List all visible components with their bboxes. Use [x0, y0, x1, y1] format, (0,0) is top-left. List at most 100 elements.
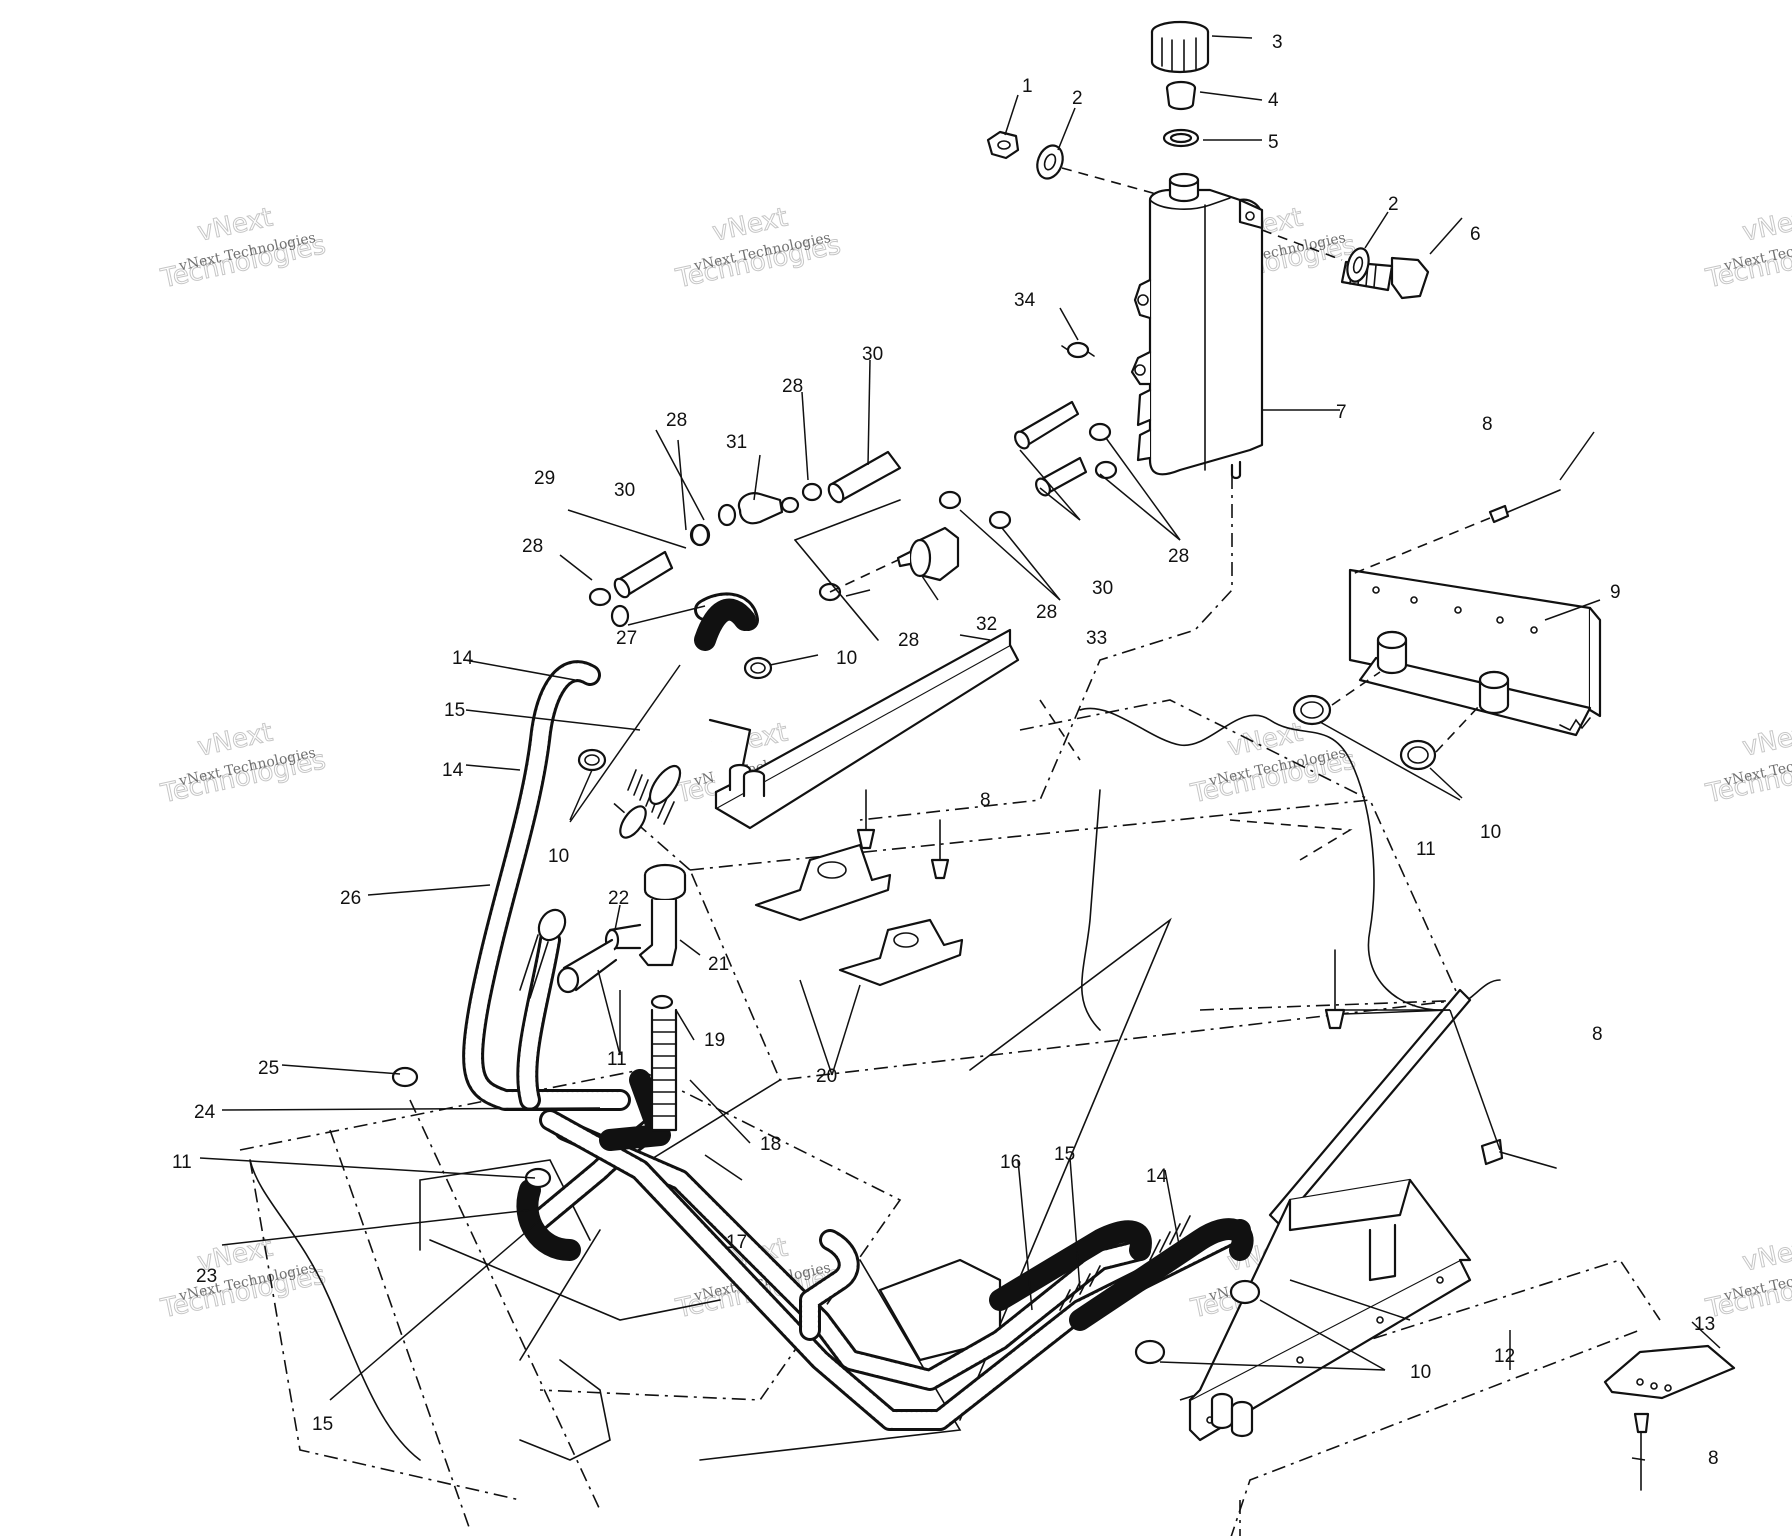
callout-27: 27 [616, 628, 637, 649]
callout-8: 8 [1708, 1448, 1719, 1469]
callout-23: 23 [196, 1266, 217, 1287]
callout-30: 30 [614, 480, 635, 501]
nut [986, 130, 1020, 160]
callout-8: 8 [1592, 1024, 1603, 1045]
callout-21: 21 [708, 954, 729, 975]
tank-hoses [938, 400, 1118, 530]
rivet [1324, 949, 1346, 1030]
cap-seal [1165, 80, 1197, 111]
coolant-hoses [462, 592, 1254, 1431]
clamp [1229, 1279, 1261, 1305]
inline-filter [896, 526, 960, 582]
leader-lines [199, 35, 1721, 1461]
hose-bracket [838, 918, 964, 987]
watermark: vNext Technologies vNext Technologies [157, 202, 329, 295]
callout-34: 34 [1014, 290, 1036, 311]
callout-14: 14 [1146, 1166, 1168, 1187]
hose-bracket [754, 843, 892, 922]
callout-32: 32 [976, 614, 997, 635]
rivet [1633, 1412, 1650, 1491]
callout-18: 18 [760, 1134, 781, 1155]
callout-5: 5 [1268, 132, 1279, 153]
callout-15: 15 [1054, 1144, 1075, 1165]
rivet [930, 819, 950, 880]
callout-29: 29 [534, 468, 555, 489]
watermark: vNext Technologies vNext Technologies [157, 1232, 329, 1325]
callout-8: 8 [1482, 414, 1493, 435]
watermark: vNext Technologies vNext Technologies [1187, 717, 1359, 810]
callout-6: 6 [1470, 224, 1481, 245]
coolant-tank [1130, 172, 1264, 480]
callout-19: 19 [704, 1030, 725, 1051]
hose-spring [519, 908, 567, 999]
hose-clip [1061, 341, 1095, 359]
callout-2: 2 [1072, 88, 1083, 109]
callout-10: 10 [1480, 822, 1501, 843]
callout-17: 17 [726, 1232, 747, 1253]
filler-neck [556, 863, 687, 1132]
callout-28: 28 [898, 630, 919, 651]
clamp [610, 604, 630, 628]
watermark: vNext Technologies vNext Technologies [1702, 202, 1792, 295]
clamp [1399, 739, 1437, 771]
callout-4: 4 [1268, 90, 1279, 111]
callout-25: 25 [258, 1058, 279, 1079]
callout-7: 7 [1336, 402, 1347, 423]
callout-14: 14 [442, 760, 464, 781]
callout-28: 28 [1036, 602, 1057, 623]
callout-20: 20 [816, 1066, 837, 1087]
clamp [391, 1066, 419, 1088]
svg-text:vNext: vNext [1740, 203, 1792, 248]
callout-28: 28 [782, 376, 803, 397]
callout-13: 13 [1694, 1314, 1715, 1335]
callout-11: 11 [172, 1152, 192, 1173]
callout-8: 8 [980, 790, 991, 811]
rivet [1480, 1138, 1557, 1169]
gasket [1162, 128, 1200, 148]
chassis-frame [239, 699, 1661, 1536]
callout-28: 28 [1168, 546, 1189, 567]
callout-26: 26 [340, 888, 361, 909]
callout-30: 30 [862, 344, 883, 365]
rivet [1488, 489, 1561, 524]
overflow-bracket [708, 628, 1020, 830]
callout-10: 10 [836, 648, 857, 669]
mounting-plate [1348, 568, 1602, 737]
svg-text:vNext: vNext [1740, 718, 1792, 763]
small-plate [1603, 1344, 1736, 1400]
callout-28: 28 [522, 536, 543, 557]
clamp [690, 523, 710, 547]
callout-12: 12 [1494, 1346, 1515, 1367]
callout-28: 28 [666, 410, 687, 431]
callout-24: 24 [194, 1102, 216, 1123]
callout-22: 22 [608, 888, 629, 909]
hose-spring [1059, 1215, 1191, 1311]
washer [1036, 144, 1064, 180]
callout-31: 31 [726, 432, 747, 453]
clamp [577, 748, 607, 772]
callout-2: 2 [1388, 194, 1399, 215]
clamp [743, 656, 773, 680]
callouts: 1 2 2 3 4 5 6 7 8 8 8 8 9 10 10 10 10 11… [172, 32, 1719, 1469]
watermark: vNext Technologies vNext Technologies [1702, 1232, 1792, 1325]
callout-10: 10 [548, 846, 569, 867]
callout-16: 16 [1000, 1152, 1021, 1173]
clamp [1134, 1339, 1166, 1365]
callout-3: 3 [1272, 32, 1283, 53]
small-hoses [588, 450, 960, 607]
callout-9: 9 [1610, 582, 1621, 603]
hose-spring [619, 764, 682, 839]
radiator-cap [1150, 20, 1210, 74]
watermarks: vNext Technologies vNext Technologies vN… [157, 202, 1792, 1325]
watermark: vNext Technologies vNext Technologies [1702, 717, 1792, 810]
callout-11: 11 [1416, 839, 1436, 860]
bolt-washer [1346, 247, 1370, 283]
callout-15: 15 [444, 700, 465, 721]
rivet [856, 789, 876, 850]
callout-33: 33 [1086, 628, 1107, 649]
callout-11: 11 [607, 1049, 627, 1070]
watermark: vNext Technologies vNext Technologies [672, 202, 844, 295]
callout-10: 10 [1410, 1362, 1431, 1383]
lower-bracket [1188, 1178, 1472, 1442]
